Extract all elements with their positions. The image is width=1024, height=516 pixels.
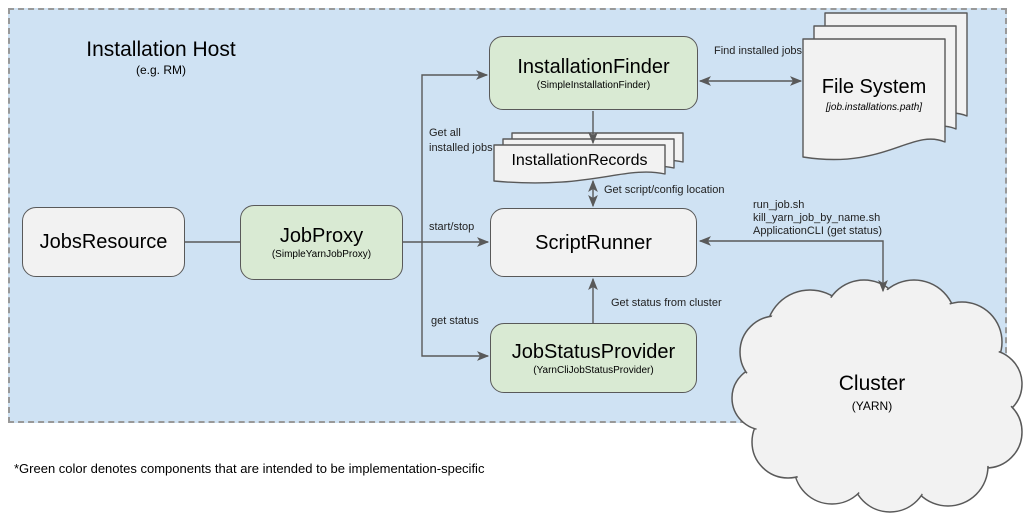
node-jobstatusprovider-sublabel: (YarnCliJobStatusProvider) (533, 364, 654, 376)
cluster-label: Cluster (YARN) (772, 372, 972, 413)
footnote: *Green color denotes components that are… (14, 461, 485, 476)
installation-records-doc-stack (493, 132, 684, 184)
file-system-sublabel: [job.installations.path] (825, 102, 923, 113)
edge-trunk-jobstatusprovider (421, 242, 490, 361)
edge-label-get-status-from-cluster: Get status from cluster (611, 297, 722, 309)
edge-label-kill-yarn-job: kill_yarn_job_by_name.sh (753, 212, 881, 224)
host-subtitle: (e.g. RM) (135, 63, 186, 77)
node-scriptrunner: ScriptRunner (490, 208, 697, 277)
edge-label-get-status: get status (431, 315, 479, 327)
node-installationfinder-label: InstallationFinder (517, 55, 670, 78)
node-jobsresource: JobsResource (22, 207, 185, 277)
node-jobstatusprovider: JobStatusProvider (YarnCliJobStatusProvi… (490, 323, 697, 393)
file-system-doc-stack (802, 12, 968, 161)
edge-label-find-installed-jobs: Find installed jobs (714, 45, 803, 57)
installation-records-text: InstallationRecords (511, 152, 648, 169)
node-jobproxy: JobProxy (SimpleYarnJobProxy) (240, 205, 403, 280)
edge-label-get-all-line1: Get all (429, 127, 461, 139)
edge-scriptrunner-cluster (698, 236, 888, 293)
installation-records-label: InstallationRecords (494, 152, 665, 170)
node-scriptrunner-label: ScriptRunner (535, 231, 652, 254)
node-jobstatusprovider-label: JobStatusProvider (511, 340, 676, 363)
node-jobsresource-label: JobsResource (39, 231, 168, 253)
cluster-text: Cluster (838, 372, 906, 395)
file-system-text: File System (821, 76, 927, 98)
edge-label-applicationcli: ApplicationCLI (get status) (753, 225, 883, 237)
node-installationfinder-sublabel: (SimpleInstallationFinder) (536, 79, 651, 91)
node-installationfinder: InstallationFinder (SimpleInstallationFi… (489, 36, 698, 110)
edge-trunk-installationfinder (421, 70, 489, 242)
node-jobproxy-sublabel: (SimpleYarnJobProxy) (271, 249, 372, 260)
host-title: Installation Host (86, 38, 236, 61)
cluster-sublabel: (YARN) (851, 399, 893, 413)
node-jobproxy-label: JobProxy (279, 225, 364, 247)
edge-label-run-job-sh: run_job.sh (753, 199, 805, 211)
edge-label-start-stop: start/stop (429, 221, 475, 233)
cluster-cloud-fill (734, 282, 1020, 510)
edge-label-get-script-config-location: Get script/config location (604, 184, 725, 196)
edge-label-get-all-line2: installed jobs (429, 142, 493, 154)
file-system-label: File System [job.installations.path] (803, 76, 945, 113)
